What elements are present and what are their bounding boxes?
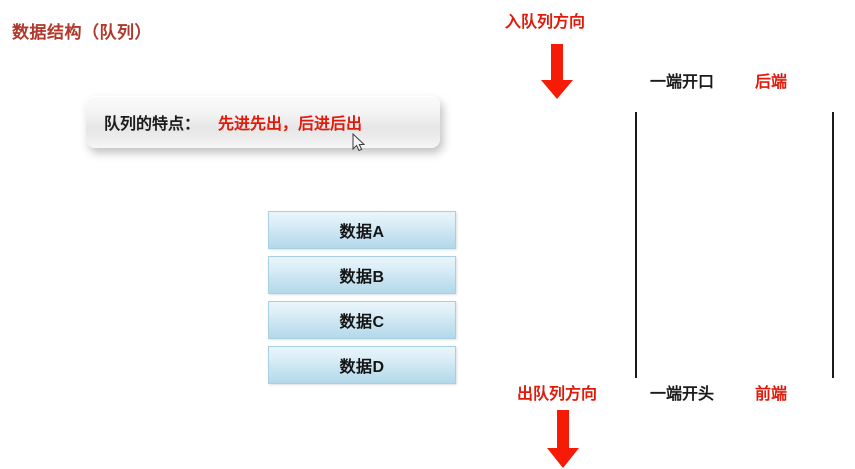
rear-label: 后端 (755, 74, 788, 91)
callout-emphasis-text: 先进先出，后进后出 (218, 116, 363, 133)
data-box: 数据D (268, 346, 456, 384)
data-box-label: 数据A (339, 224, 385, 241)
page-title: 数据结构（队列） (12, 23, 152, 42)
data-box-stack: 数据A 数据B 数据C 数据D (268, 211, 456, 391)
data-box-label: 数据B (339, 269, 385, 286)
open-end-label: 一端开口 (650, 74, 715, 91)
queue-rail-left (635, 112, 637, 378)
data-box-label: 数据D (339, 359, 385, 376)
head-end-label: 一端开头 (650, 386, 715, 403)
data-box: 数据A (268, 211, 456, 249)
queue-rail-right (832, 112, 834, 378)
data-box: 数据C (268, 301, 456, 339)
arrow-down-icon (541, 44, 573, 99)
feature-callout: 队列的特点： 先进先出，后进后出 (86, 96, 440, 148)
arrow-down-icon (547, 410, 579, 468)
callout-label: 队列的特点： (104, 116, 201, 133)
dequeue-direction-label: 出队列方向 (517, 386, 598, 403)
data-box-label: 数据C (339, 314, 385, 331)
data-box: 数据B (268, 256, 456, 294)
enqueue-direction-label: 入队列方向 (505, 14, 586, 31)
front-label: 前端 (755, 386, 788, 403)
